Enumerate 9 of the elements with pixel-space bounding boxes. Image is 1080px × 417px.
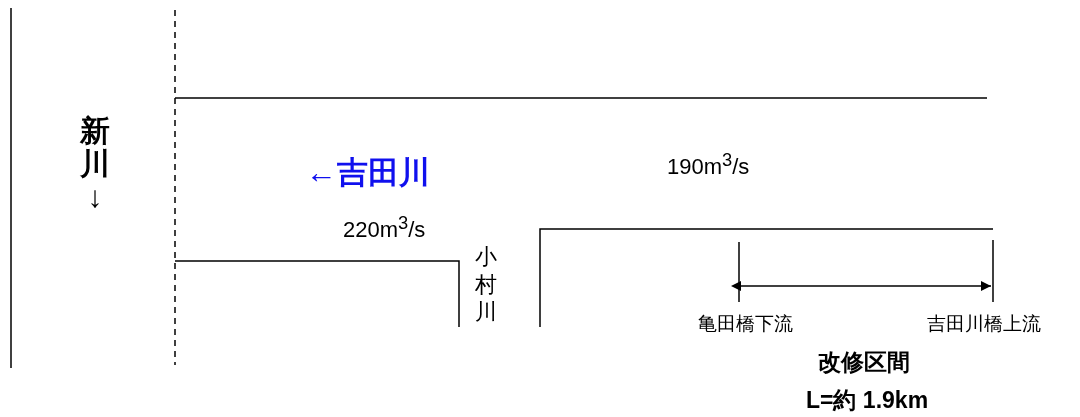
flow-rate-label: 220m$^{3}$/s xyxy=(343,213,426,243)
location-label: 吉田川橋上流 xyxy=(927,314,1041,335)
river-name: 小村川 xyxy=(475,243,497,326)
section-label: 改修区間 xyxy=(818,350,910,376)
length-label: L=約 1.9km xyxy=(806,388,929,414)
river-name: 新川↓ xyxy=(80,114,110,213)
river-name: ←吉田川 xyxy=(306,156,430,191)
flow-rate-label: 190m$^{3}$/s xyxy=(667,150,750,180)
location-label: 亀田橋下流 xyxy=(698,314,793,335)
